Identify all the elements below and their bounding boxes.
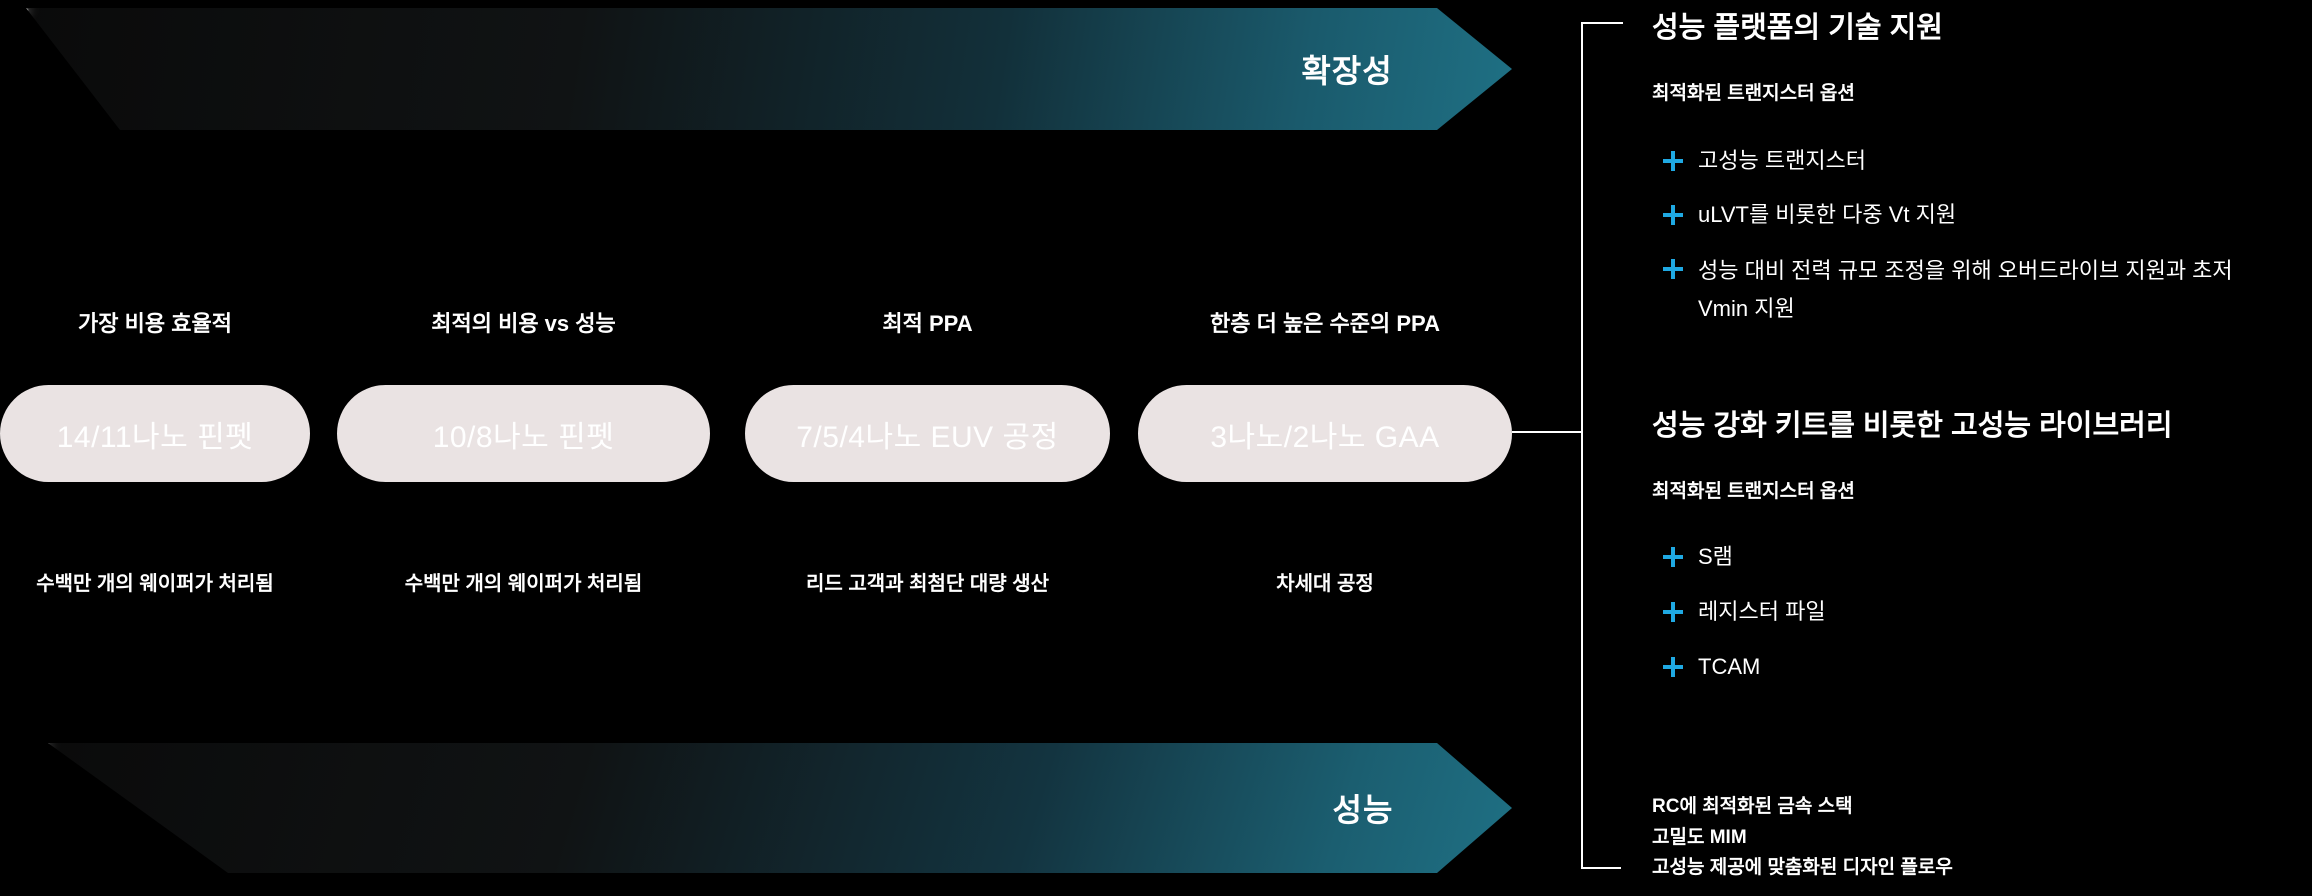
panel-footnotes: RC에 최적화된 금속 스택 고밀도 MIM 고성능 제공에 맞춤화된 디자인 …	[1652, 792, 1953, 884]
feature-item: 성능 대비 전력 규모 조정을 위해 오버드라이브 지원과 초저 Vmin 지원	[1662, 252, 2283, 328]
node-benefit-label: 가장 비용 효율적	[78, 311, 232, 336]
pill-label: 7/5/4나노 EUV 공정	[796, 420, 1059, 454]
feature-item: 고성능 트랜지스터	[1662, 147, 1866, 175]
feature-item: uLVT를 비롯한 다중 Vt 지원	[1662, 201, 1956, 229]
panel-heading-hp-library: 성능 강화 키트를 비롯한 고성능 라이브러리	[1652, 410, 2173, 442]
feature-item-label: S램	[1698, 544, 1733, 569]
pill-to-panel-connector-line	[1512, 431, 1581, 433]
feature-item-label: 고성능 트랜지스터	[1698, 148, 1867, 173]
bracket-bottom-stub	[1581, 867, 1621, 869]
scalability-arrow-banner: 확장성	[26, 8, 1512, 130]
node-benefit-label: 최적 PPA	[882, 311, 973, 336]
process-node-pill-3-2nm: 3나노/2나노 GAA	[1138, 385, 1512, 482]
grunge-edge	[48, 743, 50, 873]
plus-icon	[1663, 602, 1683, 622]
node-status-label: 차세대 공정	[1276, 573, 1374, 595]
plus-icon	[1663, 151, 1683, 171]
plus-icon	[1663, 205, 1683, 225]
feature-item-label: 성능 대비 전력 규모 조정을 위해 오버드라이브 지원과 초저 Vmin 지원	[1698, 258, 2233, 321]
feature-item: 레지스터 파일	[1662, 598, 1826, 626]
plus-icon	[1663, 259, 1683, 279]
pill-label: 3나노/2나노 GAA	[1210, 420, 1440, 454]
feature-item-label: uLVT를 비롯한 다중 Vt 지원	[1698, 202, 1957, 227]
node-status-label: 리드 고객과 최첨단 대량 생산	[805, 573, 1050, 595]
panel-subheading: 최적화된 트랜지스터 옵션	[1652, 481, 1855, 502]
feature-item: TCAM	[1662, 653, 1760, 681]
scalability-banner-label: 확장성	[1301, 53, 1393, 89]
plus-icon	[1663, 547, 1683, 567]
node-status-label: 수백만 개의 웨이퍼가 처리됨	[404, 573, 643, 595]
grunge-edge	[26, 8, 29, 130]
bracket-top-stub	[1581, 22, 1623, 24]
pill-label: 10/8나노 핀펫	[432, 420, 615, 454]
feature-item-label: TCAM	[1698, 654, 1761, 679]
footnote-line: 고성능 제공에 맞춤화된 디자인 플로우	[1652, 857, 1953, 878]
pill-label: 14/11나노 핀펫	[56, 420, 254, 454]
node-benefit-label: 최적의 비용 vs 성능	[431, 311, 616, 336]
panel-subheading: 최적화된 트랜지스터 옵션	[1652, 83, 1855, 104]
performance-arrow-banner: 성능	[48, 743, 1512, 873]
process-node-pill-14-11nm: 14/11나노 핀펫	[0, 385, 310, 482]
node-status-label: 수백만 개의 웨이퍼가 처리됨	[36, 573, 274, 595]
plus-icon	[1663, 657, 1683, 677]
panel-heading-tech-support: 성능 플랫폼의 기술 지원	[1652, 12, 1943, 44]
process-node-pill-7-5-4nm: 7/5/4나노 EUV 공정	[745, 385, 1110, 482]
feature-item: S램	[1662, 543, 1733, 571]
grunge-texture	[48, 743, 98, 873]
bracket-vertical-line	[1581, 22, 1583, 869]
footnote-line: 고밀도 MIM	[1652, 826, 1747, 848]
feature-item-label: 레지스터 파일	[1698, 599, 1826, 624]
grunge-texture	[26, 8, 94, 130]
footnote-line: RC에 최적화된 금속 스택	[1652, 796, 1853, 817]
performance-banner-label: 성능	[1332, 792, 1394, 828]
process-node-pill-10-8nm: 10/8나노 핀펫	[337, 385, 710, 482]
node-benefit-label: 한층 더 높은 수준의 PPA	[1210, 311, 1440, 336]
